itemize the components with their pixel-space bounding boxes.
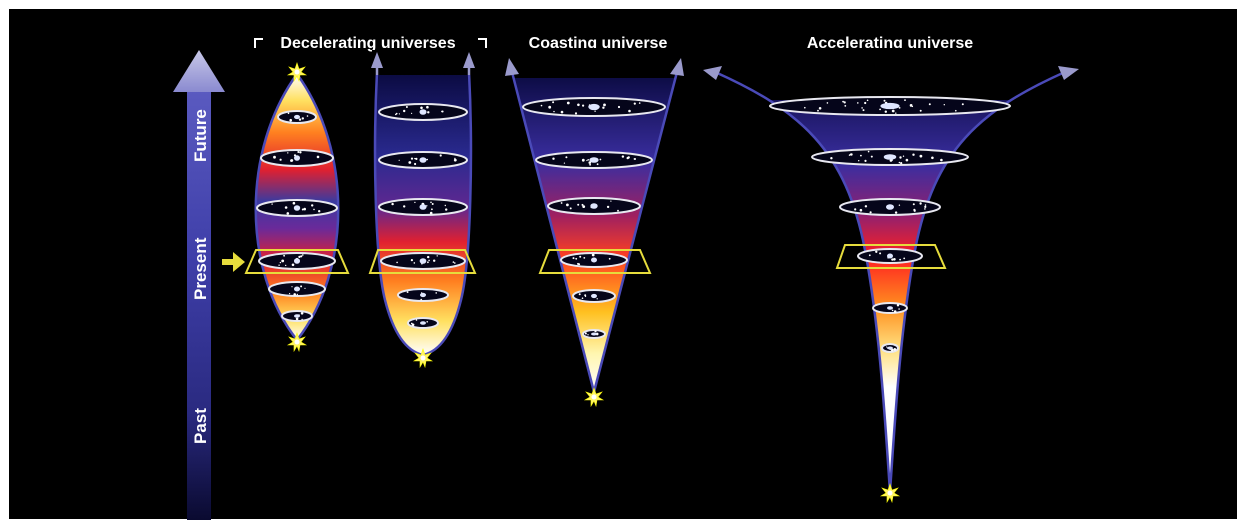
heading-accelerating: Accelerating universe	[807, 35, 973, 52]
universe-slice	[547, 197, 641, 215]
expansion-arrow-icon	[703, 66, 722, 80]
universe-slice	[881, 343, 899, 353]
present-marker	[835, 244, 947, 269]
accelerating-universe	[700, 48, 1080, 503]
closed-decelerating-universe	[244, 62, 350, 352]
universe-slice	[857, 248, 923, 264]
universe-slice	[268, 281, 326, 297]
universe-slice	[378, 198, 468, 216]
universe-slice	[582, 329, 606, 339]
present-marker	[244, 249, 350, 274]
heading-decelerating: Decelerating universes	[280, 35, 455, 52]
universe-slice	[560, 252, 628, 268]
expansion-arrow-icon	[1058, 66, 1079, 80]
heading-coasting: Coasting universe	[529, 35, 668, 52]
universe-slice	[535, 151, 653, 169]
coasting-universe	[500, 48, 690, 407]
universe-slice	[572, 289, 616, 303]
universe-slice	[407, 317, 439, 329]
universe-slice	[378, 103, 468, 121]
expansion-arrow-icon	[505, 58, 519, 76]
label-future: Future	[191, 109, 210, 162]
time-axis-arrowhead	[173, 50, 225, 92]
universe-slice	[260, 149, 334, 167]
universe-slice	[380, 252, 466, 270]
present-marker	[368, 249, 477, 274]
universe-slice	[277, 110, 317, 124]
universe-slice	[397, 288, 449, 302]
universe-slice	[839, 198, 941, 216]
universe-slice	[256, 199, 338, 217]
universe-slice	[522, 97, 666, 117]
label-present: Present	[191, 237, 210, 300]
expansion-arrow-icon	[371, 52, 383, 68]
universe-slice	[281, 310, 313, 322]
expansion-arrow-icon	[670, 58, 684, 76]
time-axis-bar	[187, 90, 211, 520]
present-marker	[538, 249, 652, 274]
bracket-decelerating	[254, 38, 487, 48]
present-pointer-icon	[222, 252, 245, 272]
universe-slice	[769, 96, 1011, 116]
time-axis: Future Present Past	[173, 50, 225, 520]
universe-slice	[872, 302, 908, 314]
label-past: Past	[191, 408, 210, 444]
universe-slice	[258, 252, 336, 270]
universe-slice	[811, 148, 969, 166]
universe-slice	[378, 151, 468, 169]
open-decelerating-universe	[368, 50, 477, 368]
expansion-arrow-icon	[463, 52, 475, 68]
